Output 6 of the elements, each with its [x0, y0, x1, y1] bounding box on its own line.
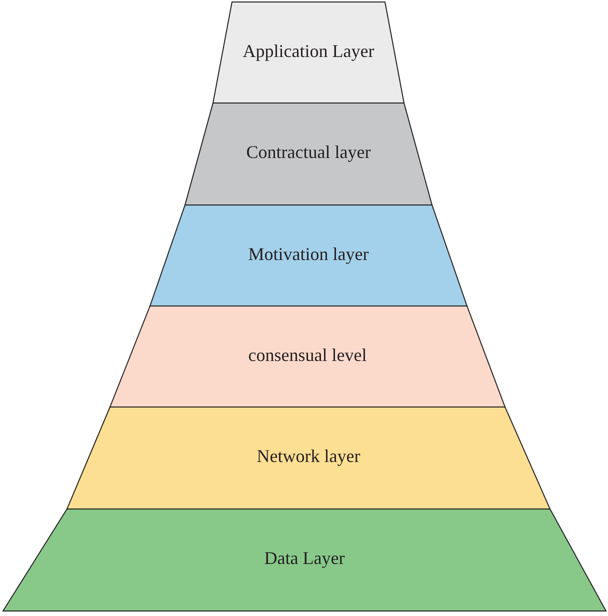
- layer-label: Data Layer: [264, 548, 345, 568]
- layer-label: Network layer: [256, 446, 360, 466]
- layer-label: Application Layer: [242, 40, 374, 60]
- layer-label: Contractual layer: [246, 142, 371, 162]
- layer-label: consensual level: [248, 344, 367, 364]
- layer-label: Motivation layer: [248, 244, 369, 264]
